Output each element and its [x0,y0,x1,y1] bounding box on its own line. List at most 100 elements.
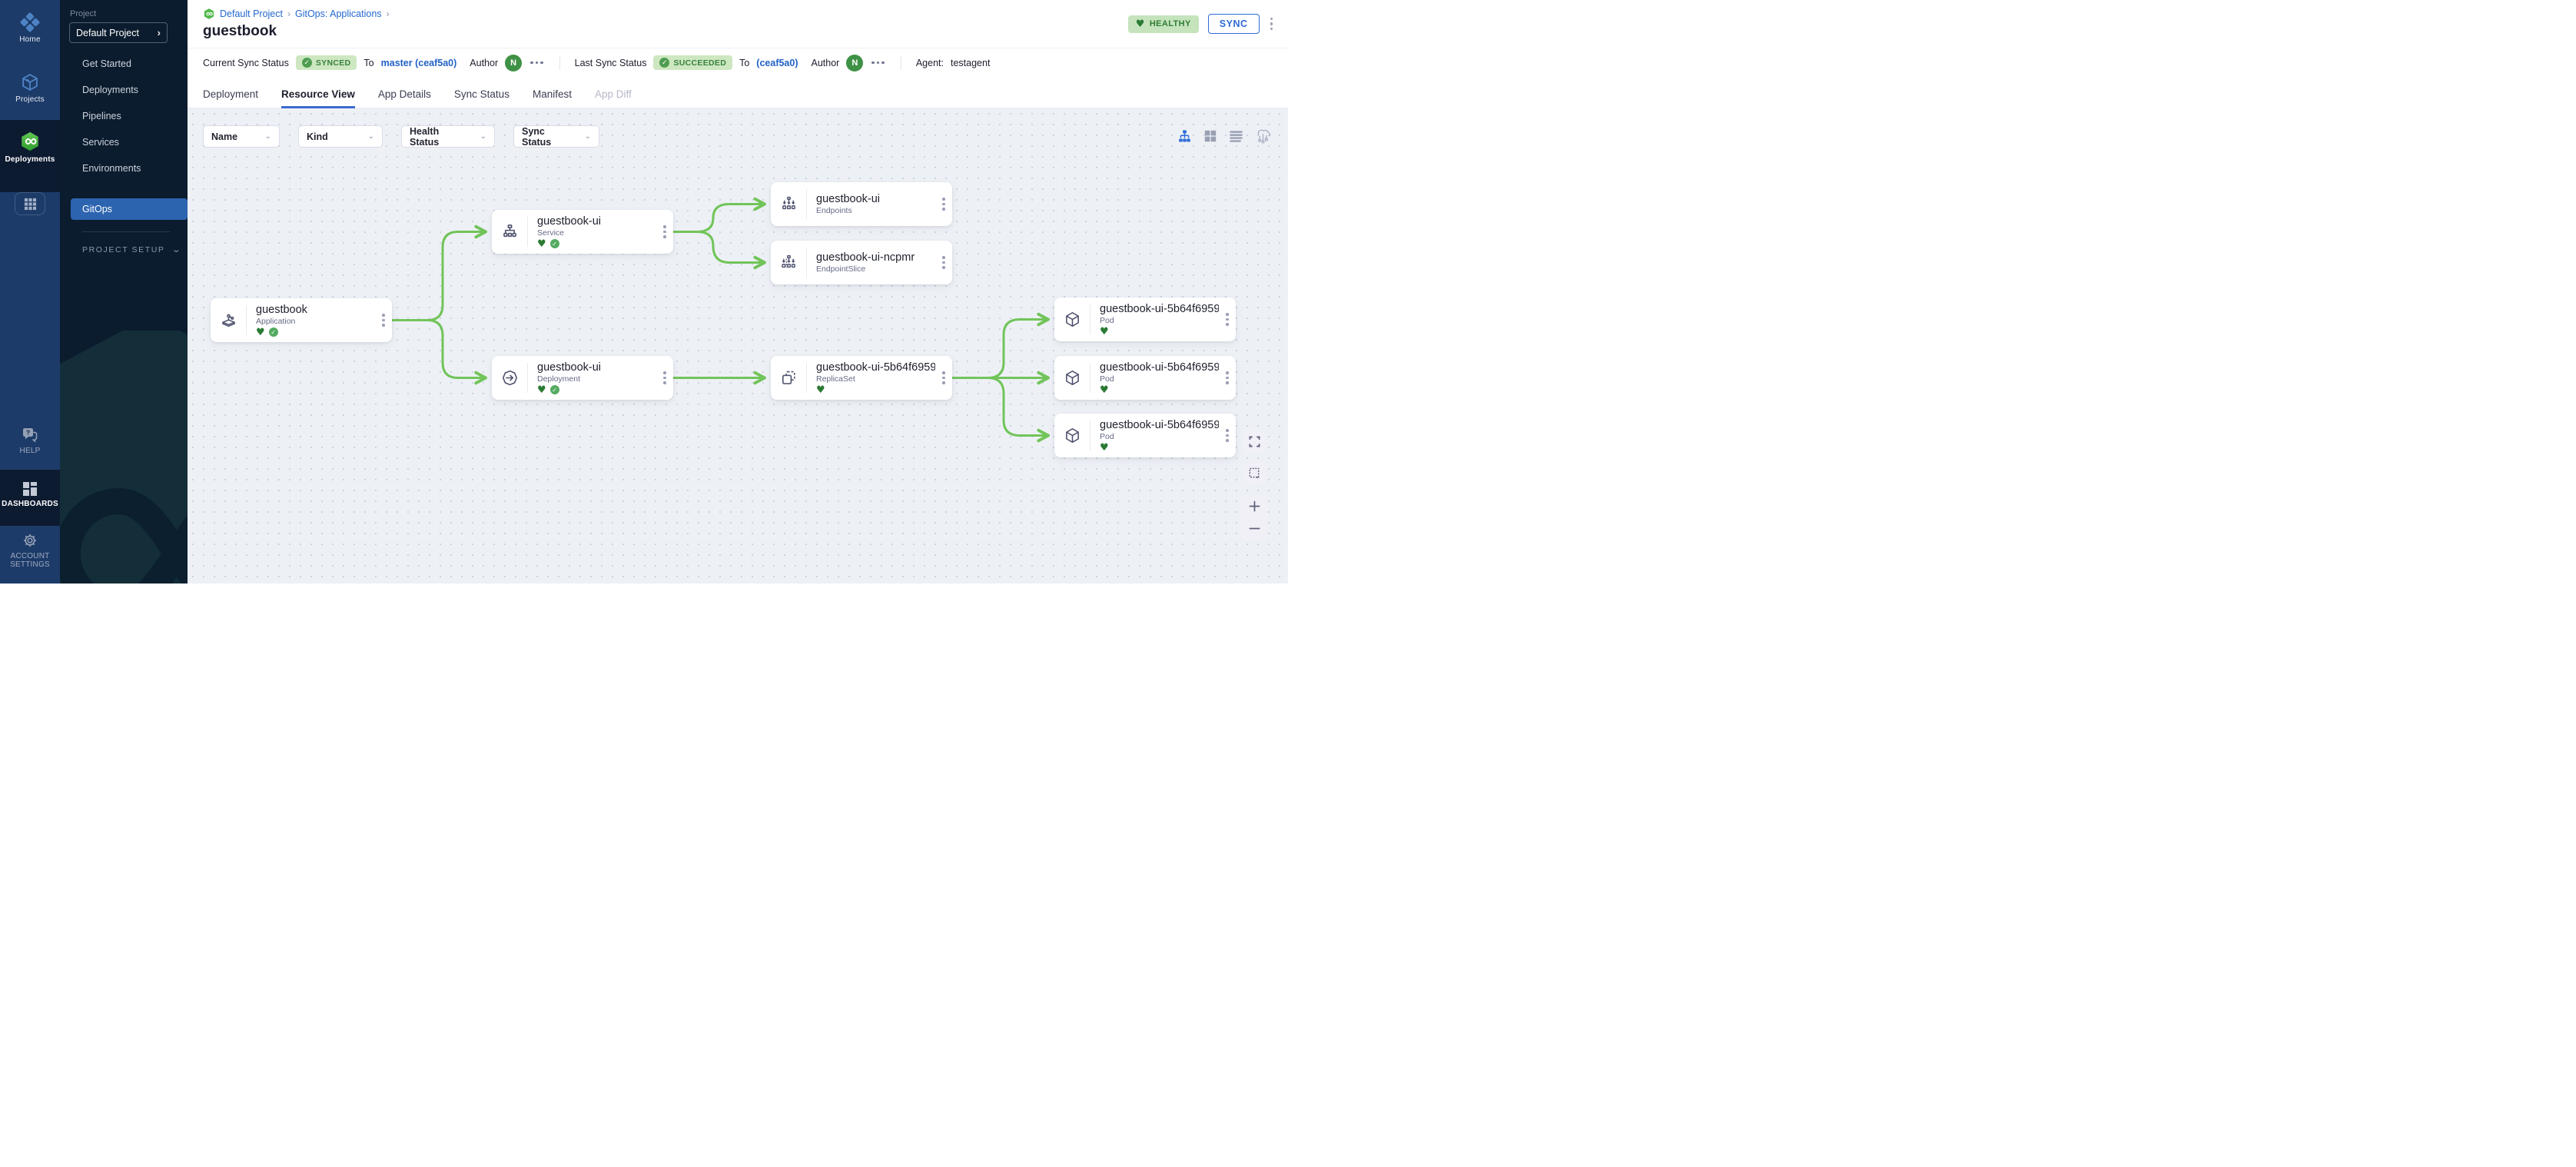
resource-name: guestbook-ui [816,193,881,205]
resource-tree-canvas[interactable]: Name⌄ Kind⌄ Health Status⌄ Sync Status⌄ [188,108,1288,584]
resource-node-endpointslice[interactable]: guestbook-ui-ncpmr EndpointSlice [771,241,952,284]
sidebar-item-get-started[interactable]: Get Started [60,53,188,75]
node-menu-button[interactable] [935,371,952,384]
to-label: To [363,57,374,68]
resource-node-pod[interactable]: guestbook-ui-5b64f6959... Pod ♥ [1054,414,1236,457]
node-menu-button[interactable] [656,225,673,238]
breadcrumb: Default Project › GitOps: Applications › [203,8,390,20]
tab-manifest[interactable]: Manifest [532,88,572,100]
resource-node-deployment[interactable]: guestbook-ui Deployment ♥ ✓ [492,356,673,400]
node-menu-button[interactable] [935,198,952,211]
project-selector[interactable]: Default Project › [69,22,168,43]
sidebar-item-services[interactable]: Services [60,131,188,153]
sidebar-item-environments[interactable]: Environments [60,158,188,179]
breadcrumb-separator: › [287,8,290,19]
tab-app-details[interactable]: App Details [377,88,431,100]
rail-item-dashboards[interactable]: DASHBOARDS [0,481,60,508]
zoom-in-button[interactable] [1241,495,1267,517]
resource-node-replicaset[interactable]: guestbook-ui-5b64f69597 ReplicaSet ♥ [771,356,952,400]
grid-view-button[interactable] [1203,129,1217,147]
gear-icon [23,534,37,547]
resource-name: guestbook-ui [537,214,602,228]
node-menu-button[interactable] [935,256,952,269]
commit-more-button[interactable] [870,61,886,65]
filter-health-status[interactable]: Health Status⌄ [401,125,495,148]
list-view-button[interactable] [1229,130,1243,147]
synced-check-icon: ✓ [549,385,559,394]
resource-status: ♥ ✓ [537,239,656,249]
fullscreen-button[interactable] [1243,431,1266,452]
resource-status: ♥ [816,385,935,395]
rail-label: Projects [15,95,45,104]
healthy-heart-icon: ♥ [1100,325,1109,337]
rail-label: Deployments [5,155,55,164]
synced-badge: ✓ SYNCED [295,55,357,70]
module-switcher-button[interactable] [15,192,45,215]
health-status-badge: ♥ HEALTHY [1127,15,1199,33]
sidebar-item-pipelines[interactable]: Pipelines [60,105,188,127]
divider [806,248,807,278]
sidebar-item-label: Deployments [82,85,138,95]
filter-kind[interactable]: Kind⌄ [298,125,383,148]
sidebar-item-gitops[interactable]: GitOps [71,198,188,220]
chevron-right-icon: › [157,27,161,38]
rail-active-section [0,120,60,192]
rail-item-home[interactable]: Home [0,12,60,44]
breadcrumb-link-project[interactable]: Default Project [220,8,283,19]
sidebar-item-deployments[interactable]: Deployments [60,79,188,101]
resource-node-pod[interactable]: guestbook-ui-5b64f6959... Pod ♥ [1054,298,1236,341]
tab-deployment[interactable]: Deployment [203,88,259,100]
network-view-button[interactable] [1255,128,1271,148]
rail-item-projects[interactable]: Projects [0,72,60,104]
project-section-label: Project [70,9,97,18]
author-avatar: N [505,54,523,71]
rail-item-account-settings[interactable]: ACCOUNT SETTINGS [0,532,60,569]
tree-view-button[interactable] [1177,129,1192,148]
filter-sync-status[interactable]: Sync Status⌄ [513,125,599,148]
rail-item-help[interactable]: ? HELP [0,427,60,455]
healthy-heart-icon: ♥ [537,238,546,250]
node-menu-button[interactable] [375,314,392,327]
commit-more-button[interactable] [529,61,545,65]
current-revision-link[interactable]: master (ceaf5a0) [380,57,457,68]
filter-name[interactable]: Name⌄ [203,125,280,148]
project-setup-toggle[interactable]: PROJECT SETUP ⌄ [82,244,181,255]
author-label: Author [470,57,499,68]
dashboards-icon [23,482,37,496]
resource-kind: Pod [1100,431,1114,441]
zoom-out-button[interactable] [1241,517,1267,540]
app-menu-button[interactable] [1269,16,1275,32]
resource-kind: Pod [1100,315,1114,325]
tab-sync-status[interactable]: Sync Status [453,88,510,100]
node-menu-button[interactable] [656,371,673,384]
breadcrumb-link-applications[interactable]: GitOps: Applications [294,8,382,19]
resource-name: guestbook-ui-5b64f6959... [1100,418,1219,431]
marquee-select-button[interactable] [1243,462,1266,484]
resource-node-endpoints[interactable]: guestbook-ui Endpoints [771,182,952,226]
check-circle-icon: ✓ [301,58,312,68]
resource-node-pod[interactable]: guestbook-ui-5b64f6959... Pod ♥ [1054,356,1236,400]
node-menu-button[interactable] [1219,429,1236,442]
node-menu-button[interactable] [1219,371,1236,384]
resource-node-application[interactable]: guestbook Application ♥ ✓ [211,298,392,342]
gitops-icon [204,8,214,19]
resource-status: ♥ [1100,385,1219,395]
healthy-heart-icon: ♥ [1100,441,1109,454]
page-title: guestbook [203,23,277,39]
node-menu-button[interactable] [1219,313,1236,326]
rail-dashboards-section [0,470,60,526]
tab-resource-view[interactable]: Resource View [281,80,355,108]
sidebar-watermark [60,331,188,584]
rail-item-deployments[interactable]: Deployments [0,131,60,164]
resource-node-service[interactable]: guestbook-ui Service ♥ ✓ [492,210,673,254]
page-header: Default Project › GitOps: Applications ›… [188,0,1288,108]
divider [559,55,560,70]
synced-check-icon: ✓ [549,239,559,248]
resource-name: guestbook-ui-5b64f6959... [1100,302,1219,315]
divider [527,363,528,393]
view-switcher [1177,128,1271,148]
last-revision-link[interactable]: (ceaf5a0) [756,57,798,68]
healthy-heart-icon: ♥ [1100,384,1109,396]
sync-button[interactable]: SYNC [1207,14,1260,34]
deployment-icon [492,368,527,387]
